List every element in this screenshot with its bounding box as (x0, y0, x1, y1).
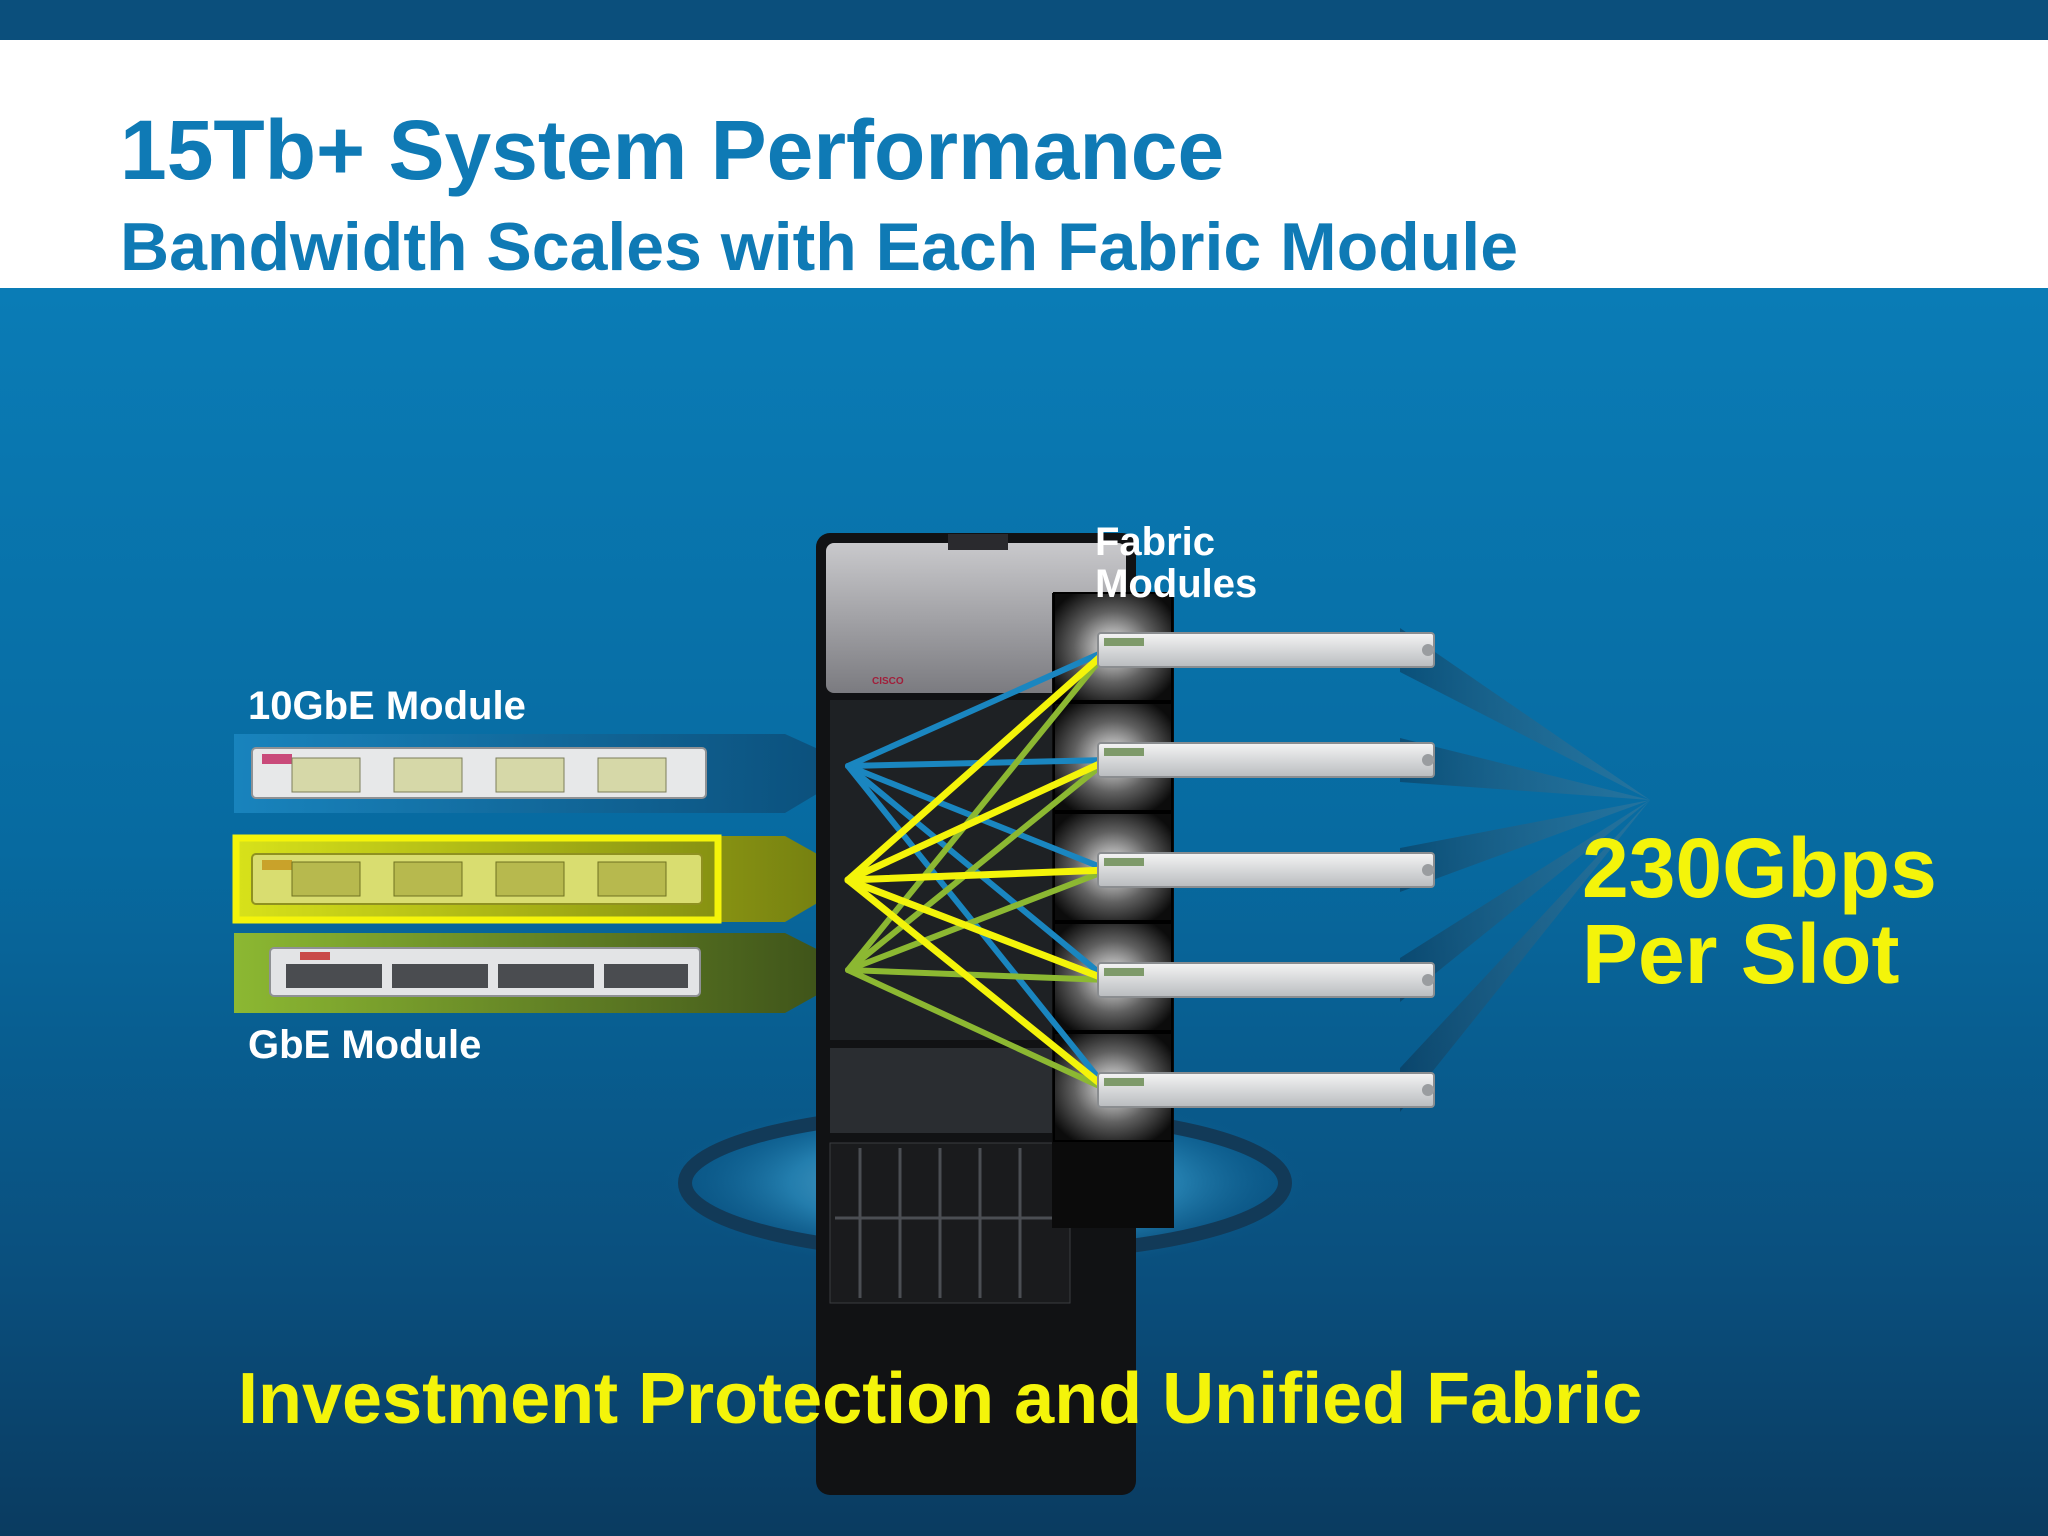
fabric-label-line1: Fabric (1095, 520, 1216, 564)
fabric-module-cards (1097, 628, 1650, 1112)
fabric-diagram: CISCO (232, 533, 1650, 1495)
fabric-beam (1400, 800, 1650, 1002)
link-line (845, 967, 1111, 983)
fabric-card-latch (1422, 754, 1434, 766)
card-highlighted (251, 853, 703, 905)
link-line (845, 757, 1111, 973)
fabric-card-latch (1422, 974, 1434, 986)
fabric-beam (1400, 800, 1650, 1112)
link-line (844, 646, 1112, 884)
link-line (844, 866, 1112, 884)
fabric-module-card (1097, 742, 1435, 778)
fabric-module-card (1097, 1072, 1435, 1108)
slide-subtitle: Bandwidth Scales with Each Fabric Module (120, 209, 1519, 285)
fabric-card-latch (1422, 1084, 1434, 1096)
footer-tagline: Investment Protection and Unified Fabric (238, 1359, 1643, 1439)
link-line (844, 876, 1112, 1094)
link-line (845, 967, 1111, 1093)
slide-header: 15Tb+ System Performance Bandwidth Scale… (0, 40, 2048, 288)
fabric-card-led (1104, 968, 1144, 976)
top-accent-bar (0, 0, 2048, 40)
link-line (844, 876, 1112, 984)
fabric-module-card (1097, 632, 1435, 668)
fabric-card-led (1104, 638, 1144, 646)
card-10gbe (251, 747, 707, 799)
fabric-label-line2: Modules (1095, 562, 1258, 606)
bandwidth-unit: Per Slot (1582, 907, 1900, 1001)
fabric-card-led (1104, 748, 1144, 756)
fabric-beam (1400, 800, 1650, 892)
fabric-card-led (1104, 858, 1144, 866)
fabric-module-card (1097, 962, 1435, 998)
fabric-beam (1400, 628, 1650, 800)
module-gbe-label: GbE Module (248, 1023, 482, 1067)
fabric-links (844, 646, 1112, 1094)
fabric-beam (1400, 738, 1650, 800)
module-10gbe-label: 10GbE Module (248, 684, 526, 728)
fabric-modules-label: Fabric Modules (1095, 521, 1257, 605)
diagram-area: CISCO 10GbE Module GbE Module Fabric Mod… (0, 288, 2048, 1536)
fabric-card-latch (1422, 864, 1434, 876)
highlight-box (232, 834, 722, 924)
fabric-card-led (1104, 1078, 1144, 1086)
link-line (845, 647, 1111, 769)
link-line (844, 756, 1112, 884)
fabric-card-latch (1422, 644, 1434, 656)
link-line (845, 867, 1111, 973)
card-gbe (269, 947, 701, 997)
bandwidth-value: 230Gbps (1582, 821, 1937, 915)
slide-title: 15Tb+ System Performance (120, 103, 1225, 197)
fabric-module-card (1097, 852, 1435, 888)
brand-logo-text: CISCO (872, 676, 904, 687)
